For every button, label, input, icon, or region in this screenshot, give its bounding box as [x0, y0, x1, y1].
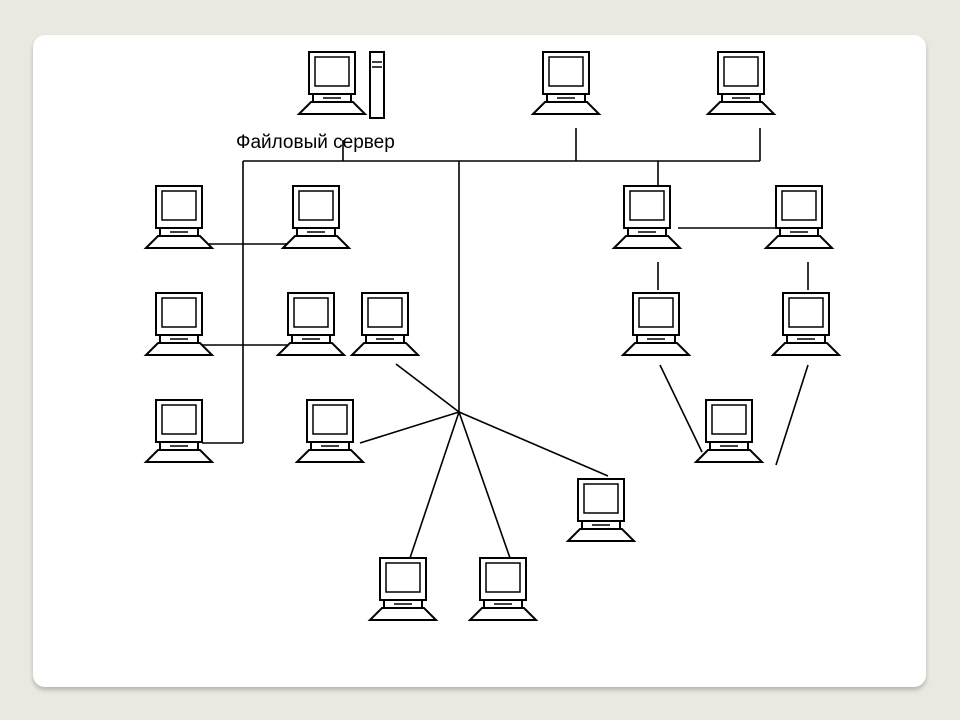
- wires: [202, 128, 809, 559]
- file-server-label: Файловый сервер: [236, 132, 395, 153]
- star-wire-2: [359, 411, 460, 444]
- computer-icon: [369, 557, 437, 621]
- star-wire-5: [458, 411, 511, 559]
- computer-icon: [277, 292, 345, 356]
- computer-icon: [351, 292, 419, 356]
- computer-icon: [282, 185, 350, 249]
- ring-wire-4: [659, 364, 703, 453]
- computer-icon: [469, 557, 537, 621]
- star-wire-4: [409, 411, 460, 559]
- computer-icon: [613, 185, 681, 249]
- computer-icon: [145, 185, 213, 249]
- computer-icon: [772, 292, 840, 356]
- computer-icon: [145, 399, 213, 463]
- computer-icon: [532, 51, 600, 115]
- computer-icon: [695, 399, 763, 463]
- computer-icon: [145, 292, 213, 356]
- ring-wire-5: [775, 364, 809, 466]
- star-wire-3: [458, 411, 609, 477]
- computer-icon: [296, 399, 364, 463]
- computer-icon: [765, 185, 833, 249]
- computer-icon: [622, 292, 690, 356]
- computer-icon: [707, 51, 775, 115]
- file-server-tower: [369, 51, 385, 119]
- star-wire-1: [395, 363, 460, 413]
- computer-icon: [567, 478, 635, 542]
- computer-icon: [298, 51, 366, 115]
